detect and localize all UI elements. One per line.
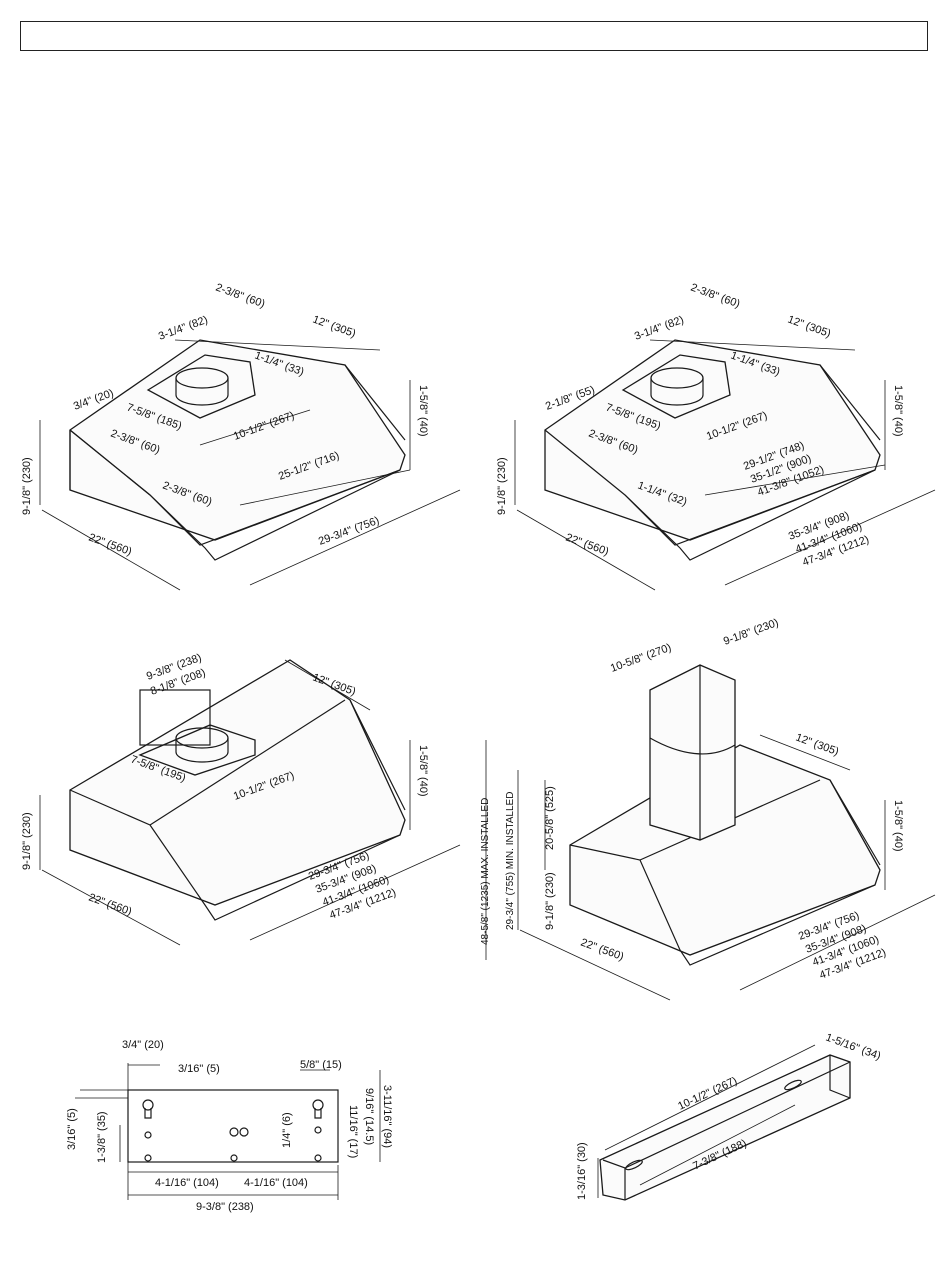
fd-label-2: 12" (305) — [794, 732, 840, 759]
fe-label-5: 11/16" (17) — [347, 1105, 359, 1158]
figure-e-labels: 3/4" (20) 3/16" (5) 5/8" (15) 3-11/16" (… — [66, 1039, 393, 1213]
fe-label-10: 4-1/16" (104) — [244, 1177, 308, 1189]
fe-label-8: 1-3/8" (35) — [96, 1111, 108, 1163]
fd-label-0: 10-5/8" (270) — [609, 642, 673, 675]
fb-label-8: 1-5/8" (40) — [892, 385, 904, 437]
fe-label-4: 9/16" (14.5) — [363, 1088, 375, 1145]
fc-label-6: 9-1/8" (230) — [21, 812, 33, 870]
fb-label-2: 3-1/4" (82) — [633, 314, 686, 343]
fd-label-7: 9-1/8" (230) — [544, 872, 556, 930]
fe-label-6: 1/4" (6) — [281, 1112, 293, 1148]
fe-label-0: 3/4" (20) — [122, 1039, 164, 1051]
fb-label-11: 22" (560) — [564, 532, 610, 559]
fb-label-0: 2-3/8" (60) — [689, 282, 742, 311]
fd-label-4: 29-3/4" (755) MIN. INSTALLED — [505, 792, 516, 930]
figure-c-hood — [39, 659, 461, 946]
fc-label-7: 22" (560) — [87, 892, 133, 919]
fa-label-9: 9-1/8" (230) — [21, 457, 33, 515]
fb-label-1: 12" (305) — [786, 314, 832, 341]
fe-label-2: 5/8" (15) — [300, 1059, 342, 1071]
fa-label-12: 22" (560) — [87, 532, 133, 559]
ff-label-2: 1-3/16" (30) — [576, 1142, 588, 1200]
figure-d-hood — [485, 664, 936, 1001]
fa-label-1: 12" (305) — [311, 314, 357, 341]
fd-label-8: 22" (560) — [579, 937, 625, 964]
fd-label-3: 48-5/8" (1235) MAX. INSTALLED — [480, 798, 491, 945]
fd-label-6: 1-5/8" (40) — [892, 800, 904, 852]
figure-e-plate — [75, 1063, 381, 1200]
figure-f-bar — [597, 1044, 851, 1201]
header-box — [20, 21, 928, 51]
fc-label-5: 1-5/8" (40) — [417, 745, 429, 797]
fa-label-8: 1-5/8" (40) — [417, 385, 429, 437]
fb-label-9: 9-1/8" (230) — [496, 457, 508, 515]
fd-label-5: 20-5/8" (525) — [544, 786, 556, 850]
figure-b-hood — [514, 339, 936, 591]
fe-label-1: 3/16" (5) — [178, 1063, 220, 1075]
fd-label-1: 9-1/8" (230) — [722, 617, 780, 648]
figure-a-hood — [39, 339, 461, 591]
fa-label-2: 3-1/4" (82) — [157, 314, 210, 343]
fe-label-9: 4-1/16" (104) — [155, 1177, 219, 1189]
fa-label-0: 2-3/8" (60) — [214, 282, 267, 311]
fe-label-7: 3/16" (5) — [66, 1108, 78, 1150]
fa-label-13: 29-3/4" (756) — [317, 515, 381, 548]
fe-label-11: 9-3/8" (238) — [196, 1201, 254, 1213]
fe-label-3: 3-11/16" (94) — [381, 1085, 393, 1148]
